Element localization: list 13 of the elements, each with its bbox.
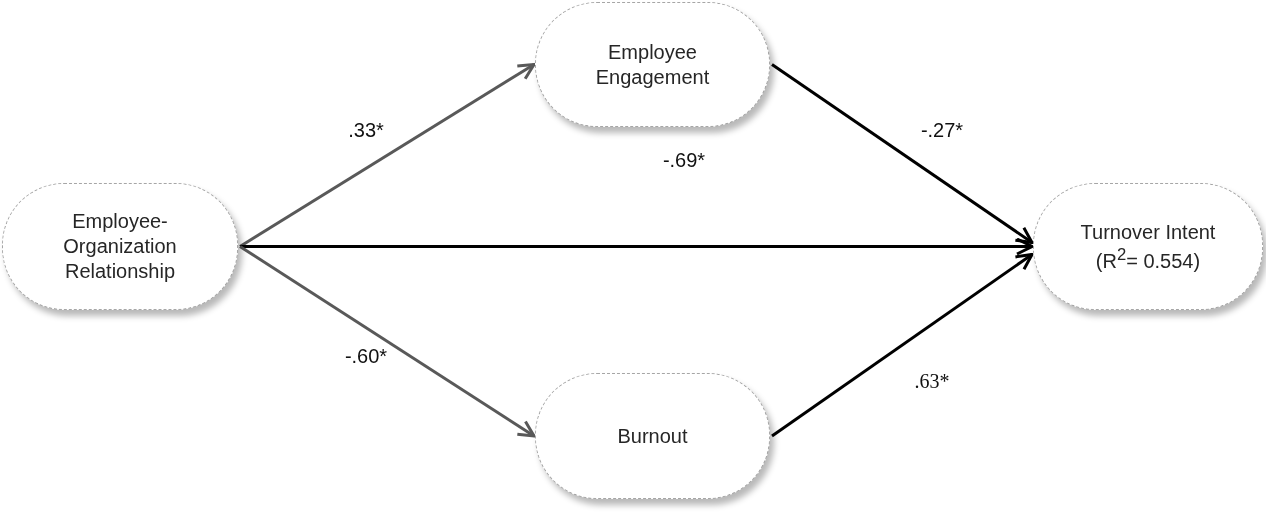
node-label: (R$^{2}$= 0.554) <box>1095 244 1201 274</box>
arrow <box>771 253 1034 438</box>
rounded-box <box>2 183 238 310</box>
arrow <box>239 63 536 248</box>
rounded-box <box>535 2 770 127</box>
rounded-box <box>535 373 770 499</box>
node-label: Employee Engagement <box>594 39 711 90</box>
node-label: Employee-Organization Relationship <box>62 209 178 284</box>
node-label: Turnover Intent <box>1080 219 1216 245</box>
arrow <box>240 237 1034 256</box>
node-label: Burnout <box>617 423 688 449</box>
arrow <box>239 245 536 438</box>
arrow <box>771 63 1034 244</box>
